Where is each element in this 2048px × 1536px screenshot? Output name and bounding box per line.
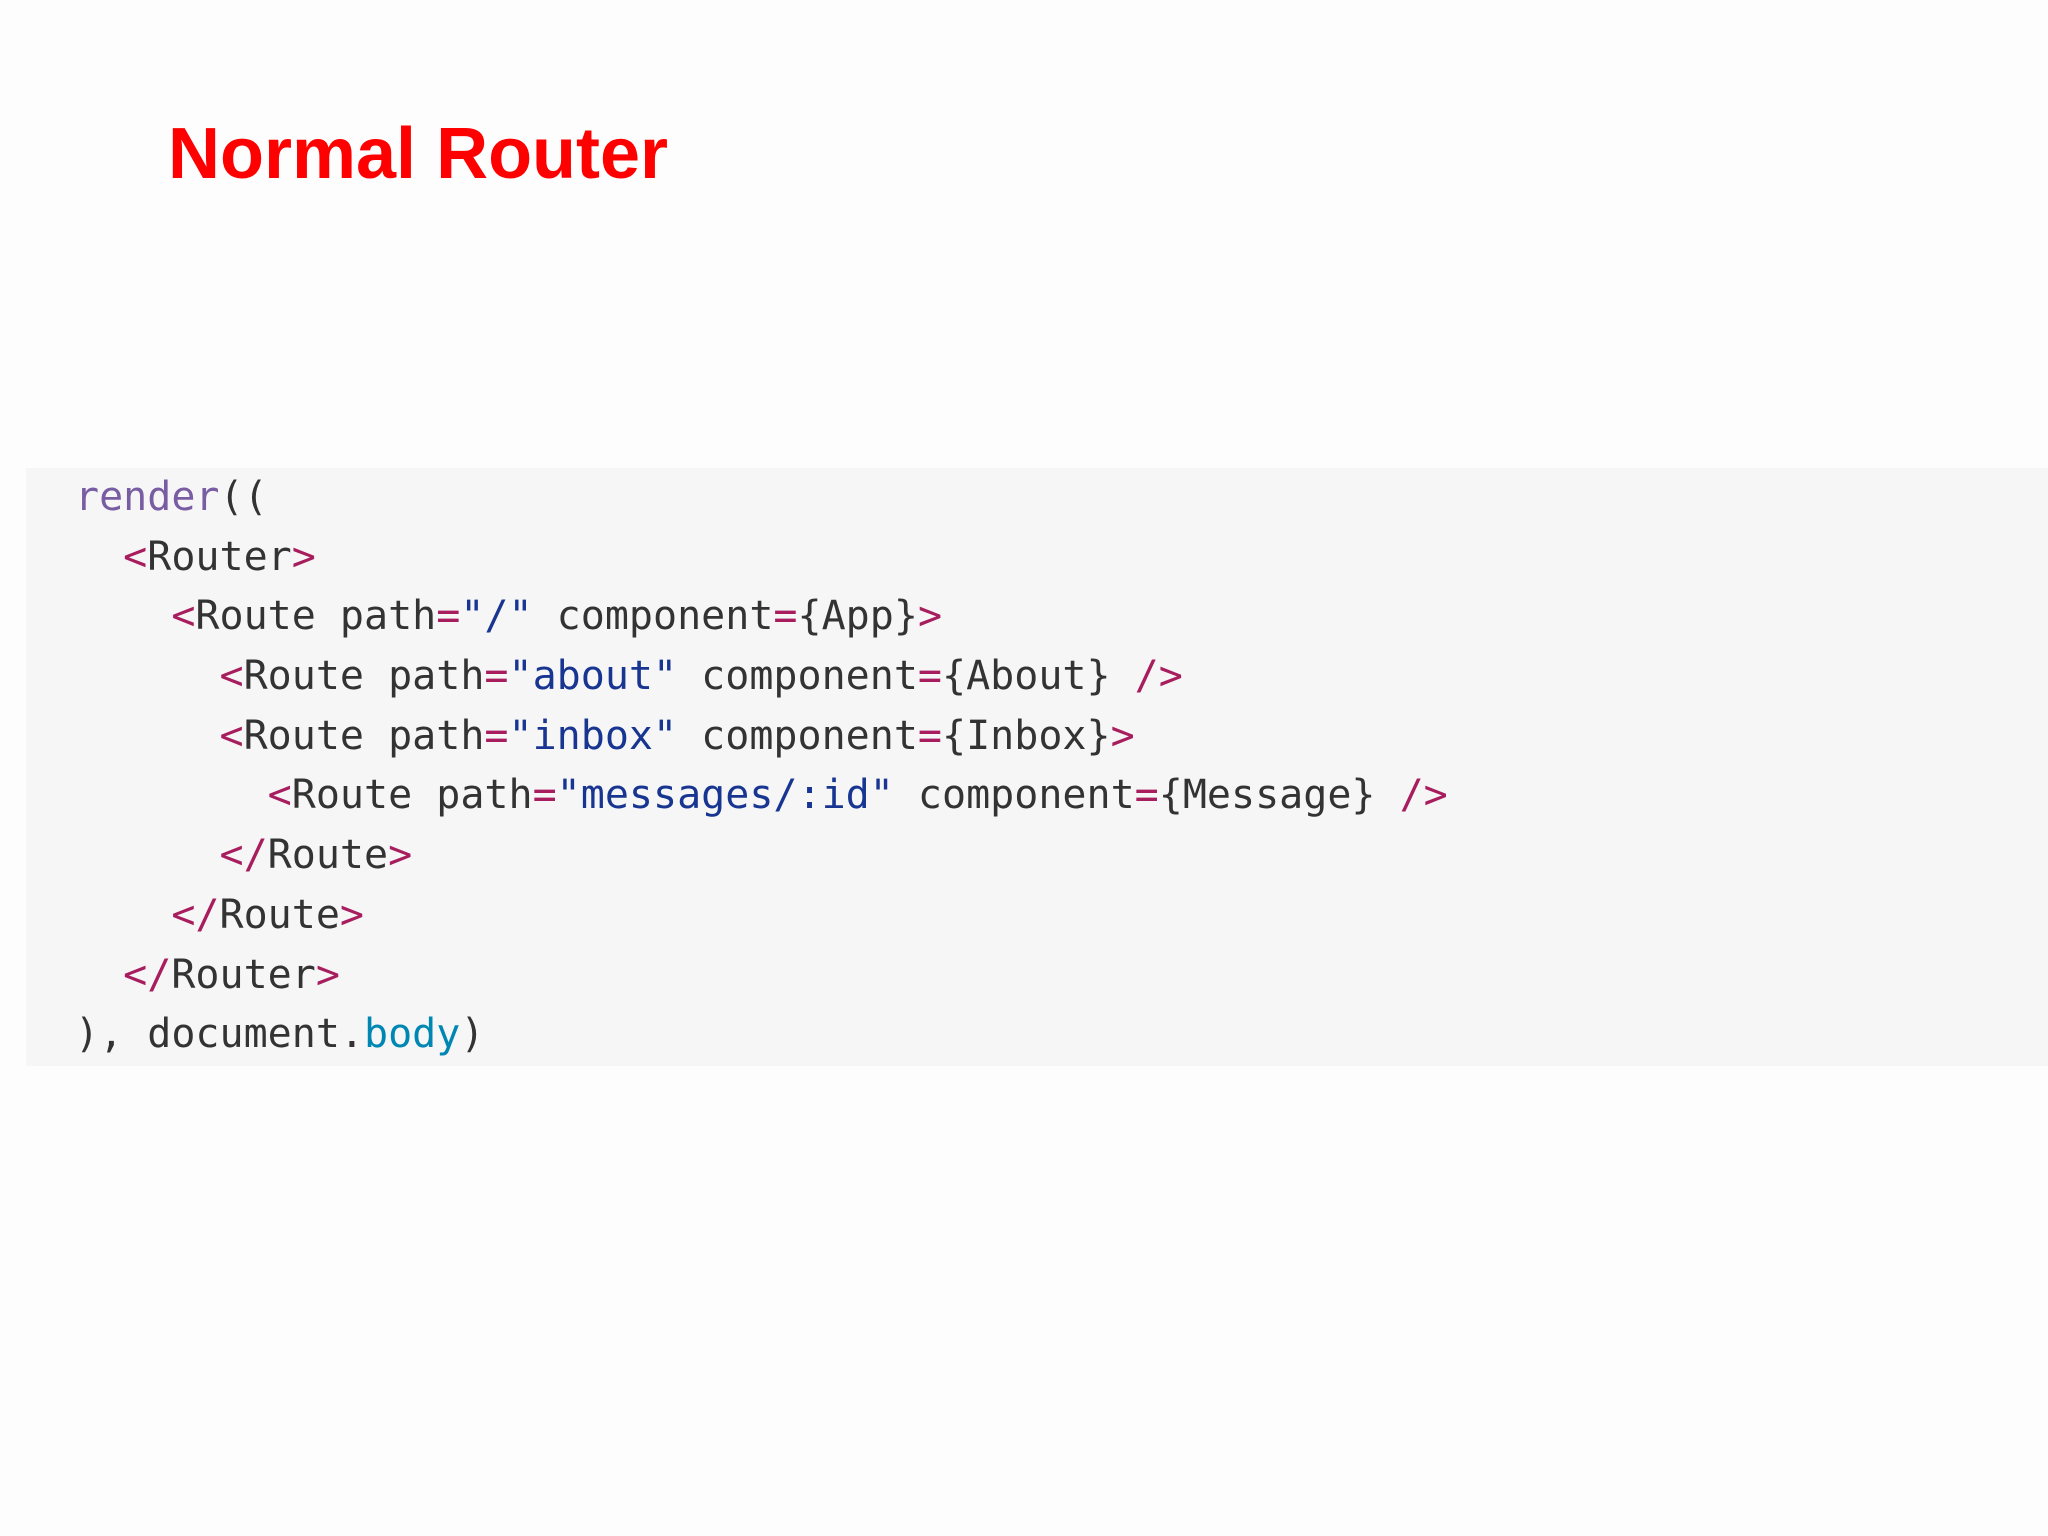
- code-token: />: [1399, 772, 1448, 819]
- code-line: <Route path="messages/:id" component={Me…: [75, 766, 1448, 826]
- code-token: "/": [460, 593, 533, 640]
- code-token: >: [315, 951, 340, 998]
- code-token: [75, 832, 220, 878]
- code-token: [75, 892, 171, 938]
- code-token: =: [773, 593, 798, 640]
- code-token: <: [219, 712, 244, 759]
- code-token: body: [363, 1011, 461, 1058]
- code-token: ): [460, 1011, 485, 1058]
- code-token: >: [917, 593, 943, 640]
- code-line: <Route path="/" component={App}>: [75, 587, 1448, 647]
- code-token: ((: [219, 474, 268, 520]
- code-token: component: [893, 772, 1135, 819]
- code-token: Route path: [195, 593, 437, 640]
- code-token: >: [388, 832, 413, 879]
- code-token: <: [267, 772, 292, 819]
- code-token: =: [484, 712, 509, 759]
- code-token: Route: [219, 891, 340, 938]
- code-token: component: [677, 653, 918, 700]
- code-token: Route path: [243, 653, 485, 700]
- code-token: <: [219, 653, 244, 700]
- code-token: {Message}: [1158, 772, 1400, 819]
- code-token: [75, 593, 171, 639]
- code-token: ), document.: [75, 1011, 364, 1058]
- code-line: </Route>: [75, 826, 1448, 886]
- code-token: >: [1110, 712, 1135, 759]
- code-token: =: [436, 593, 461, 640]
- code-token: "messages/:id": [556, 772, 894, 819]
- code-line: </Router>: [75, 946, 1448, 1006]
- code-line: render((: [75, 468, 1448, 528]
- code-token: [75, 653, 220, 699]
- code-line: <Route path="inbox" component={Inbox}>: [75, 707, 1448, 767]
- code-token: Route path: [291, 772, 533, 819]
- code-token: {Inbox}: [942, 712, 1111, 759]
- code-token: </: [171, 891, 220, 938]
- code-token: "about": [508, 653, 678, 700]
- code-token: "inbox": [508, 712, 678, 759]
- code-token: [75, 534, 123, 580]
- code-token: <: [123, 533, 148, 580]
- code-line: ), document.body): [75, 1005, 1448, 1065]
- code-token: [75, 952, 123, 998]
- code-token: Router: [147, 533, 292, 580]
- code-block: render(( <Router> <Route path="/" compon…: [26, 468, 2048, 1066]
- code-token: Route path: [243, 712, 485, 759]
- code-token: Router: [171, 951, 316, 998]
- code-token: =: [484, 653, 509, 700]
- code-token: component: [677, 712, 918, 759]
- code-token: {About}: [942, 653, 1135, 700]
- code-token: render: [75, 474, 220, 520]
- code-token: =: [1134, 772, 1159, 819]
- code-token: [75, 713, 220, 759]
- code-token: Route: [267, 832, 389, 879]
- code-line: <Router>: [75, 528, 1448, 588]
- code-line: <Route path="about" component={About} />: [75, 647, 1448, 707]
- code-token: </: [219, 832, 268, 879]
- code-line: </Route>: [75, 886, 1448, 946]
- code-token: />: [1134, 653, 1183, 700]
- code-token: [75, 772, 268, 818]
- code-token: >: [339, 891, 365, 938]
- code-token: >: [291, 533, 316, 580]
- code-token: </: [123, 951, 172, 998]
- code-listing: render(( <Router> <Route path="/" compon…: [75, 468, 1448, 1065]
- code-token: {App}: [797, 593, 918, 640]
- code-token: <: [171, 593, 196, 640]
- code-token: component: [532, 593, 774, 640]
- slide-title: Normal Router: [168, 114, 669, 194]
- code-token: =: [917, 653, 943, 700]
- code-token: =: [532, 772, 557, 819]
- code-token: =: [917, 712, 943, 759]
